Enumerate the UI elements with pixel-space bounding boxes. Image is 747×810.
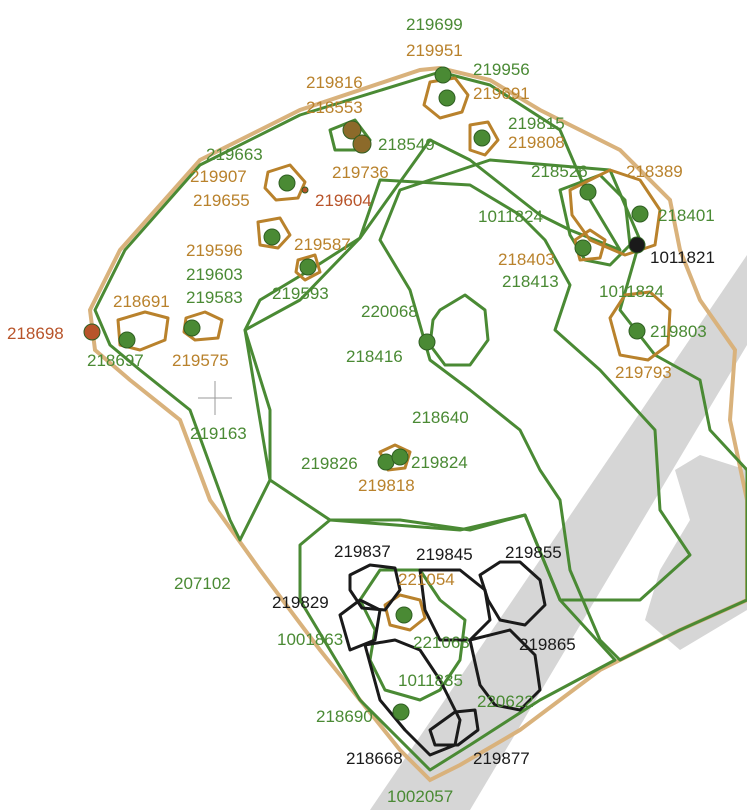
label-218549: 218549 <box>378 135 435 154</box>
point-218697[interactable] <box>118 331 136 349</box>
label-1011824-b: 1011824 <box>599 282 664 301</box>
label-219877: 219877 <box>473 749 530 768</box>
label-1001863: 1001863 <box>277 630 343 649</box>
road-area <box>370 255 747 810</box>
label-218403: 218403 <box>498 250 555 269</box>
label-219583: 219583 <box>186 288 243 307</box>
label-207102: 207102 <box>174 574 231 593</box>
label-219663: 219663 <box>206 145 263 164</box>
label-219604: 219604 <box>315 191 372 210</box>
label-219826: 219826 <box>301 454 358 473</box>
point-218553b[interactable] <box>352 134 372 154</box>
label-1011835: 1011835 <box>398 671 463 690</box>
label-219699: 219699 <box>406 15 463 34</box>
label-219818: 219818 <box>358 476 415 495</box>
label-218690: 218690 <box>316 707 373 726</box>
label-219865: 219865 <box>519 635 576 654</box>
label-218640: 218640 <box>412 408 469 427</box>
label-219829: 219829 <box>272 593 329 612</box>
label-219655: 219655 <box>193 191 250 210</box>
label-219603: 219603 <box>186 265 243 284</box>
point-219593[interactable] <box>299 258 317 276</box>
label-218668: 218668 <box>346 749 403 768</box>
label-219824: 219824 <box>411 453 468 472</box>
label-218416: 218416 <box>346 347 403 366</box>
label-219816: 219816 <box>306 73 363 92</box>
label-219808: 219808 <box>508 133 565 152</box>
point-218403[interactable] <box>574 239 592 257</box>
point-218698[interactable] <box>83 323 101 341</box>
label-219596: 219596 <box>186 241 243 260</box>
site-boundary <box>87 65 747 783</box>
label-219593: 219593 <box>272 284 329 303</box>
point-markers[interactable] <box>83 66 649 721</box>
point-218526[interactable] <box>579 183 597 201</box>
label-219907: 219907 <box>190 167 247 186</box>
label-219837: 219837 <box>334 542 391 561</box>
label-219575: 219575 <box>172 351 229 370</box>
label-218691: 218691 <box>113 292 170 311</box>
point-221063[interactable] <box>395 606 413 624</box>
label-218698: 218698 <box>7 324 64 343</box>
label-220068: 220068 <box>361 302 418 321</box>
point-218553[interactable] <box>342 120 362 140</box>
label-218401: 218401 <box>658 206 715 225</box>
label-218697: 218697 <box>87 351 144 370</box>
point-219575[interactable] <box>183 319 201 337</box>
crosshair-marker <box>198 381 232 415</box>
label-219803: 219803 <box>650 322 707 341</box>
label-219587: 219587 <box>294 235 351 254</box>
label-218553: 218553 <box>306 98 363 117</box>
label-219855: 219855 <box>505 543 562 562</box>
point-219907[interactable] <box>278 174 296 192</box>
label-1011821: 1011821 <box>650 248 715 267</box>
label-219793: 219793 <box>615 363 672 382</box>
labels: 219699 219951 219956 219816 219691 21855… <box>7 15 715 806</box>
point-218690[interactable] <box>392 703 410 721</box>
point-219808[interactable] <box>473 129 491 147</box>
label-218389: 218389 <box>626 162 683 181</box>
point-219596[interactable] <box>263 228 281 246</box>
label-221054: 221054 <box>398 570 455 589</box>
point-219951[interactable] <box>438 89 456 107</box>
point-219699[interactable] <box>434 66 452 84</box>
label-219736: 219736 <box>332 163 389 182</box>
label-219163: 219163 <box>190 424 247 443</box>
point-219824[interactable] <box>391 448 409 466</box>
label-218413: 218413 <box>502 272 559 291</box>
label-219845: 219845 <box>416 545 473 564</box>
black-zones <box>338 560 547 757</box>
point-218416[interactable] <box>418 333 436 351</box>
point-219604[interactable] <box>301 186 309 194</box>
label-219691: 219691 <box>473 84 530 103</box>
label-219951: 219951 <box>406 41 463 60</box>
point-218401[interactable] <box>631 205 649 223</box>
label-1011824-a: 1011824 <box>478 207 543 226</box>
label-219815: 219815 <box>508 114 565 133</box>
label-218526: 218526 <box>531 162 588 181</box>
label-219956: 219956 <box>473 60 530 79</box>
label-221063: 221063 <box>413 633 470 652</box>
point-219803[interactable] <box>628 322 646 340</box>
label-220622: 220622 <box>477 692 534 711</box>
point-1011821[interactable] <box>628 236 646 254</box>
label-1002057: 1002057 <box>387 787 453 806</box>
